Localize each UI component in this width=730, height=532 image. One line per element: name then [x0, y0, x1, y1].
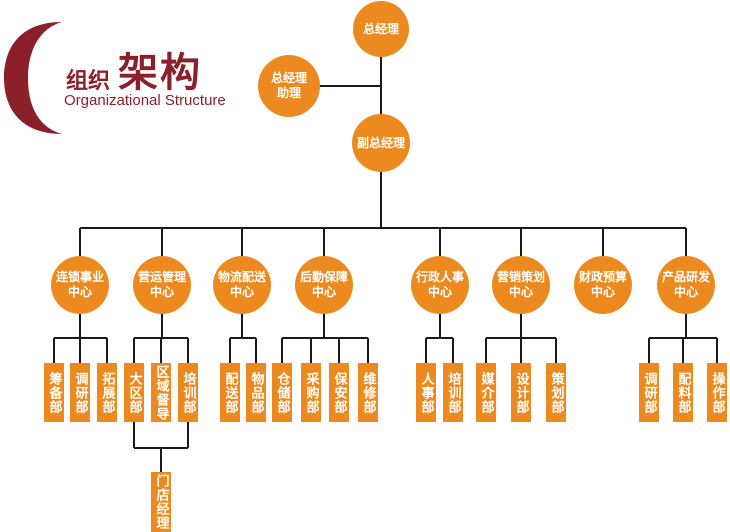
- logo-arc-icon: [4, 22, 62, 134]
- dept-box: 调研部: [639, 363, 659, 422]
- dept-box: 仓储部: [272, 363, 292, 422]
- dept-box: 培训部: [443, 363, 463, 422]
- node-gm-assistant: 总经理 助理: [258, 55, 320, 117]
- dept-box: 培训部: [178, 363, 198, 422]
- dept-box: 媒介部: [476, 363, 496, 422]
- dept-box: 拓展部: [97, 363, 117, 422]
- node-center-5: 营销策划 中心: [492, 256, 550, 314]
- logo-title-big: 架构: [118, 50, 202, 96]
- dept-box: 维修部: [358, 363, 378, 422]
- dept-box-store-manager: 门店经理: [151, 472, 171, 532]
- node-deputy-gm: 副总经理: [352, 114, 410, 172]
- dept-box: 物品部: [246, 363, 266, 422]
- dept-box: 操作部: [707, 363, 727, 422]
- node-center-4: 行政人事 中心: [411, 256, 469, 314]
- node-center-1: 营运管理 中心: [133, 256, 191, 314]
- node-general-manager: 总经理: [353, 1, 409, 57]
- node-center-2: 物流配送 中心: [213, 256, 271, 314]
- logo-title-small: 组织: [66, 69, 111, 94]
- dept-box: 大区部: [124, 363, 144, 422]
- logo-subtitle: Organizational Structure: [64, 92, 226, 109]
- dept-box: 采购部: [301, 363, 321, 422]
- dept-box: 调研部: [70, 363, 90, 422]
- dept-box: 设计部: [511, 363, 531, 422]
- node-center-7: 产品研发 中心: [657, 256, 715, 314]
- dept-box: 策划部: [546, 363, 566, 422]
- dept-box: 保安部: [329, 363, 349, 422]
- node-center-6: 财政预算 中心: [574, 256, 632, 314]
- node-center-0: 连锁事业 中心: [51, 256, 109, 314]
- node-center-3: 后勤保障 中心: [295, 256, 353, 314]
- dept-box: 配送部: [220, 363, 240, 422]
- dept-box: 筹备部: [44, 363, 64, 422]
- dept-box: 人事部: [416, 363, 436, 422]
- dept-box: 配料部: [673, 363, 693, 422]
- dept-box: 区域督导: [151, 363, 171, 422]
